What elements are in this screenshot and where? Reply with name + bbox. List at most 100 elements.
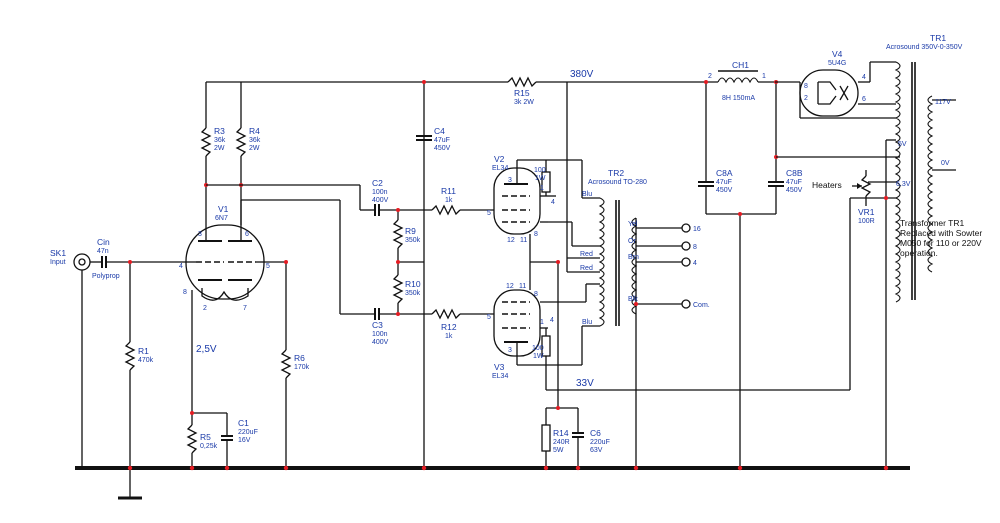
v2-pin-4: 4	[551, 199, 555, 206]
r4-watts: 2W	[249, 145, 260, 152]
tr1-type: Acrosound 350V-0-350V	[886, 44, 963, 51]
tr1-tap-117v: 117V	[935, 99, 951, 106]
v2-pin-8: 8	[534, 231, 538, 238]
note-line-4: operation.	[900, 248, 938, 258]
v3-label: V3	[494, 362, 505, 372]
r11-value: 1k	[445, 197, 453, 204]
note-line-2: Replaced with Sowter	[900, 228, 982, 238]
r12-label: R12	[441, 322, 457, 332]
c8b-label: C8B	[786, 168, 803, 178]
r15-value: 3k 2W	[514, 99, 534, 106]
v4-pin-2: 2	[804, 95, 808, 102]
tr1-tap-63v: 6.3V	[896, 181, 911, 188]
r1-value: 470k	[138, 357, 154, 364]
r12-value: 1k	[445, 333, 453, 340]
r10-value: 350k	[405, 290, 421, 297]
r14-watts: 5W	[553, 447, 564, 454]
r11-label: R11	[441, 186, 456, 196]
r3-label: R3	[214, 126, 225, 136]
note-line-1: Transformer TR1	[900, 218, 965, 228]
c8a-label: C8A	[716, 168, 733, 178]
c3-label: C3	[372, 320, 383, 330]
output-16: 16	[693, 226, 701, 233]
v2-pin-5: 5	[487, 210, 491, 217]
r11-resistor	[431, 204, 494, 216]
v1-pin-2: 2	[203, 305, 207, 312]
v2-res-value: 100	[534, 167, 546, 174]
c2-label: C2	[372, 178, 383, 188]
r3-value: 36k	[214, 137, 226, 144]
v3-tube	[493, 262, 548, 366]
r1-resistor	[124, 260, 136, 471]
v1-pin-6: 6	[245, 231, 249, 238]
r15-label: R15	[514, 88, 530, 98]
filter-caps	[698, 80, 900, 471]
v380-label: 380V	[570, 69, 594, 80]
input-jack	[73, 253, 102, 468]
v3-pin-4: 4	[550, 317, 554, 324]
sk1-sub: Input	[50, 259, 66, 266]
r4-label: R4	[249, 126, 260, 136]
tr2-transformer	[540, 159, 691, 471]
tr2-type: Acrosound TO-280	[588, 179, 647, 186]
vr1-pot	[852, 170, 872, 206]
c8b-volts: 450V	[786, 187, 803, 194]
v4-pin-6: 6	[862, 96, 866, 103]
tr1-tap-5v: 5V	[898, 141, 907, 148]
ch1-value: 8H 150mA	[722, 95, 755, 102]
tr2-lead-blu-top: Blu	[582, 191, 592, 198]
c3-capacitor	[240, 199, 432, 320]
heaters-label: Heaters	[812, 180, 842, 190]
v4-pin-8: 8	[804, 83, 808, 90]
v2-pin-1: 1	[540, 185, 544, 192]
tr1-tap-0v: 0V	[941, 160, 950, 167]
r9-label: R9	[405, 226, 416, 236]
c4-label: C4	[434, 126, 445, 136]
v2-screen-resistor	[541, 160, 551, 196]
v3-pin-3: 3	[508, 347, 512, 354]
v1-pin-3: 3	[198, 231, 202, 238]
output-com: Com.	[693, 302, 710, 309]
ch1-label: CH1	[732, 60, 749, 70]
tr2-lead-yel: Yel	[628, 221, 638, 228]
v1-type: 6N7	[215, 215, 228, 222]
c4-volts: 450V	[434, 145, 451, 152]
v2-pin-3: 3	[508, 177, 512, 184]
tr2-lead-or: Or	[628, 238, 636, 245]
v4-pin-4: 4	[862, 74, 866, 81]
v1-pin-8: 8	[183, 289, 187, 296]
v3-screen-resistor	[541, 328, 551, 365]
r6-label: R6	[294, 353, 305, 363]
r6-value: 170k	[294, 364, 310, 371]
tr1-label: TR1	[930, 33, 946, 43]
ch1-pin-1: 1	[762, 73, 766, 80]
v2-pin-12: 12	[507, 237, 515, 244]
c6-value: 220uF	[590, 439, 610, 446]
v2-res-watts: 1W	[535, 175, 546, 182]
bplus-rail	[205, 76, 718, 468]
r6-resistor	[264, 260, 292, 471]
note-line-3: M050 for 110 or 220V	[900, 238, 982, 248]
cin-value: 47n	[97, 248, 109, 255]
c4-value: 47uF	[434, 137, 450, 144]
r14-value: 240R	[553, 439, 570, 446]
ground-rail	[75, 466, 910, 500]
c2-capacitor	[206, 184, 432, 216]
ch1-pin-2: 2	[708, 73, 712, 80]
tr2-lead-blk: Blk	[628, 296, 638, 303]
cathode-voltage: 2,5V	[196, 344, 217, 355]
r5-label: R5	[200, 432, 211, 442]
v3-pin-1: 1	[540, 319, 544, 326]
r10-label: R10	[405, 279, 421, 289]
vr1-label: VR1	[858, 207, 875, 217]
c8a-volts: 450V	[716, 187, 733, 194]
c3-value: 100n	[372, 331, 388, 338]
c1-volts: 16V	[238, 437, 251, 444]
v1-pin-7: 7	[243, 305, 247, 312]
v3-pin-8: 8	[534, 291, 538, 298]
v3-res-watts: 1W	[533, 353, 544, 360]
c6-volts: 63V	[590, 447, 603, 454]
r3-watts: 2W	[214, 145, 225, 152]
c2-value: 100n	[372, 189, 388, 196]
